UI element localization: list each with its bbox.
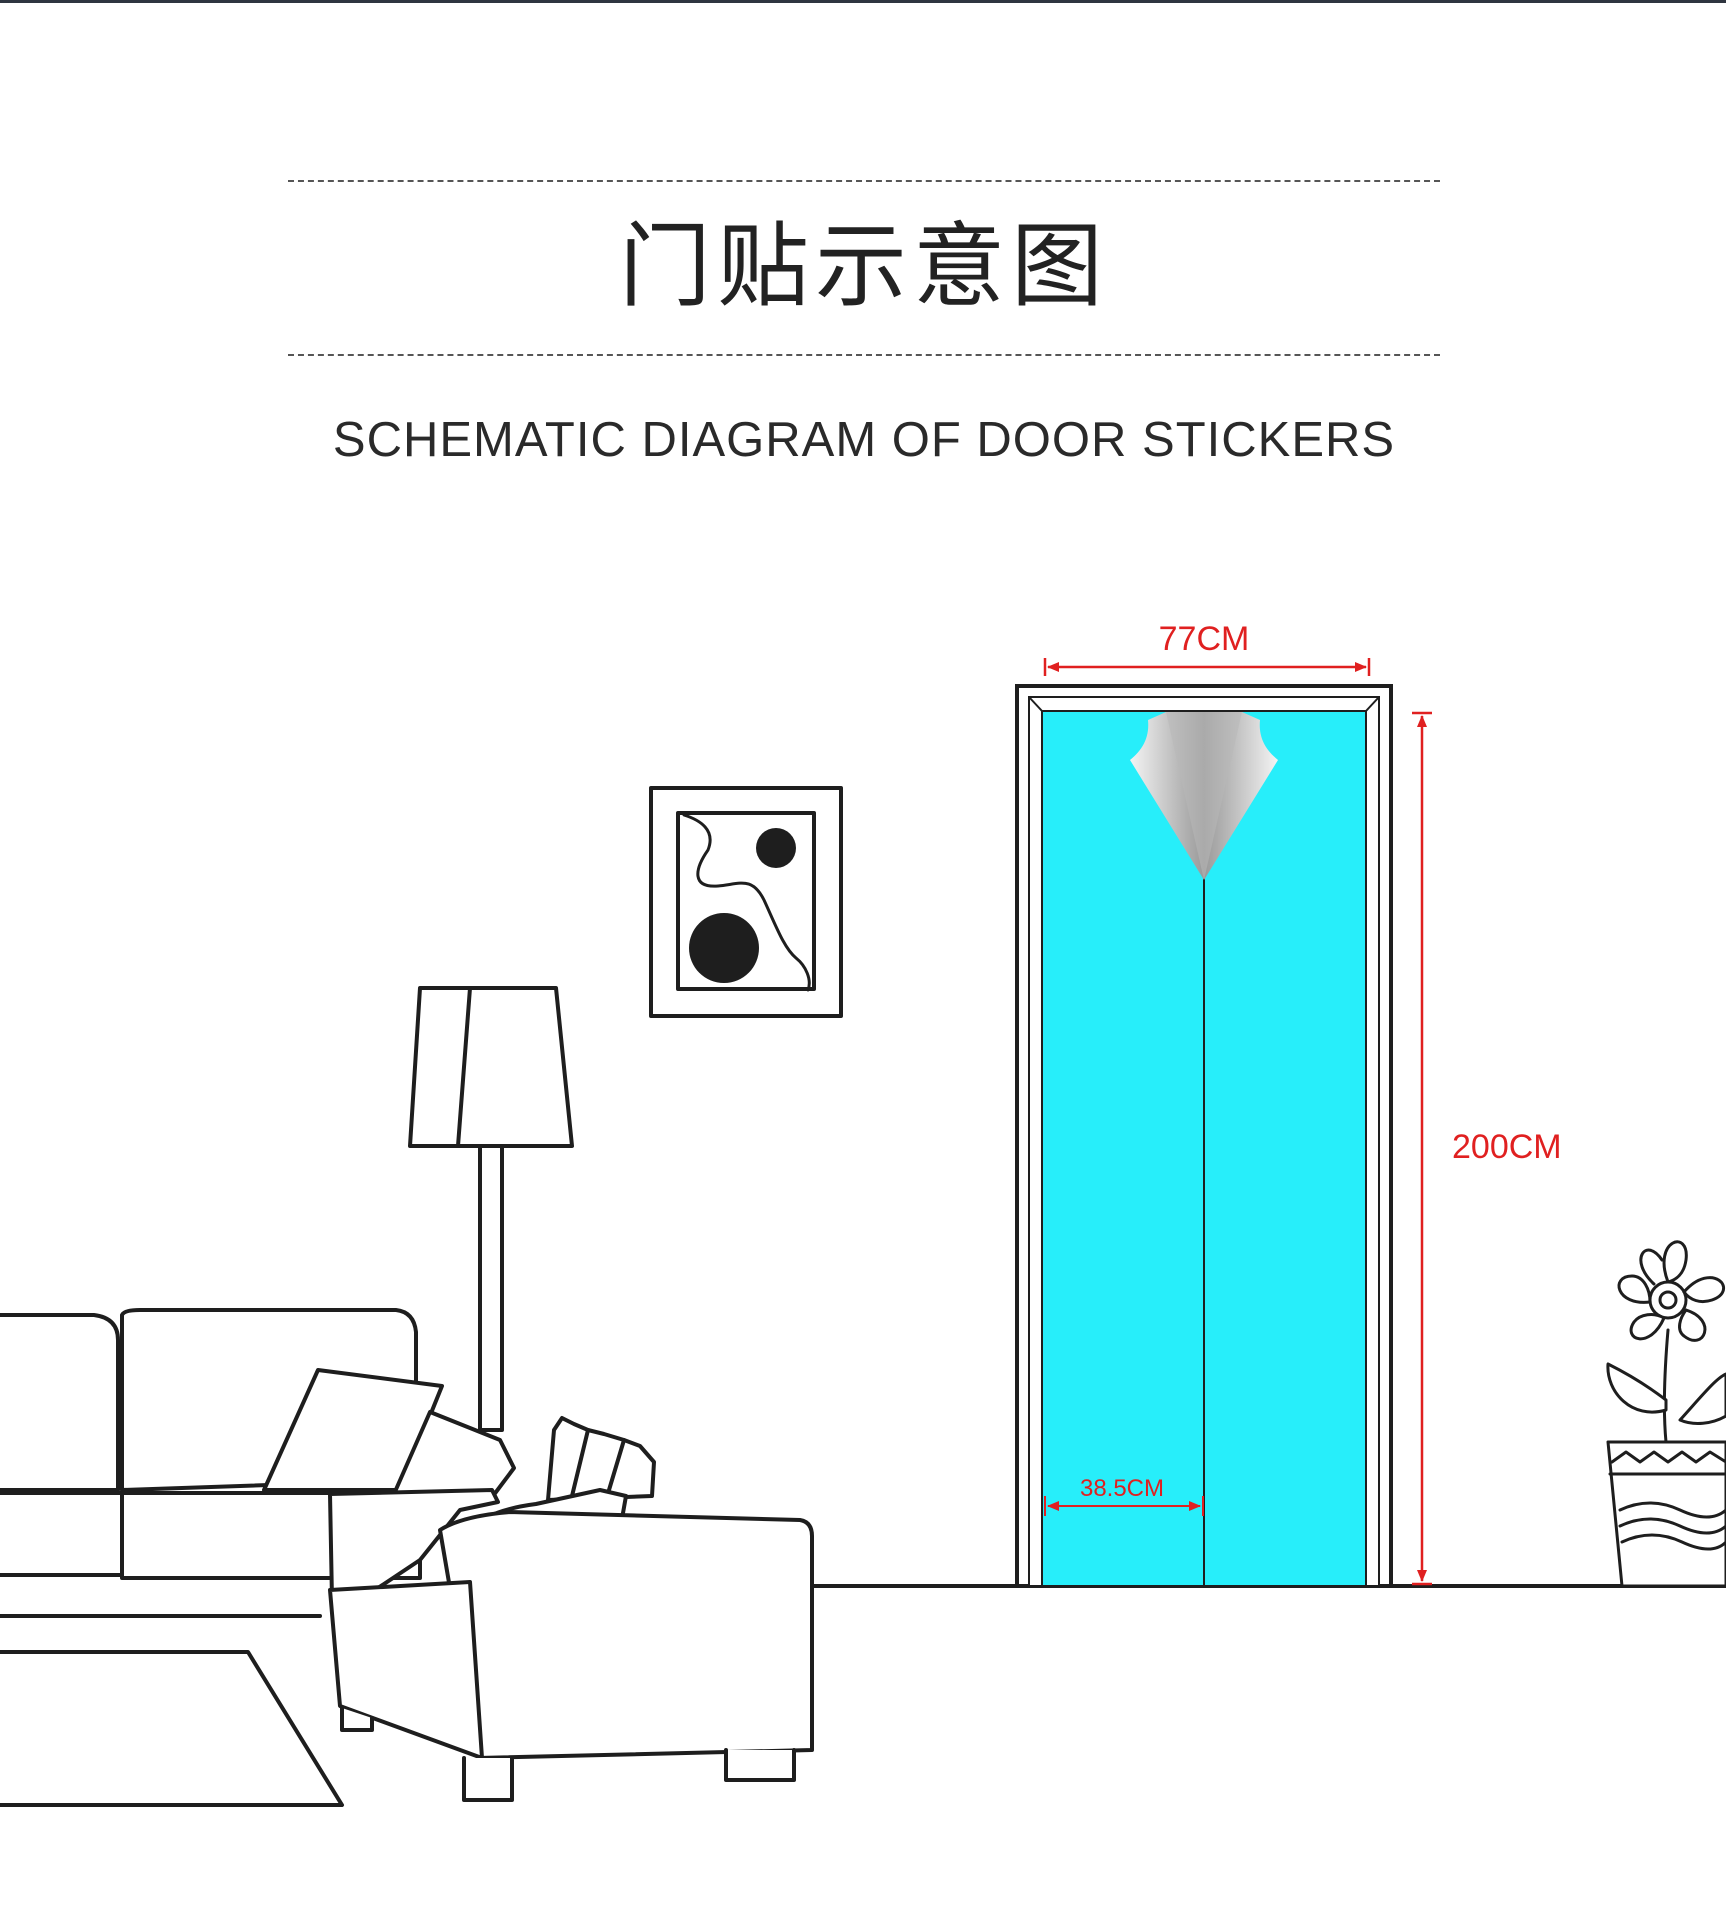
width-label: 77CM	[1159, 620, 1250, 658]
top-border	[0, 0, 1726, 3]
floor-lamp	[408, 986, 574, 1432]
armchair	[328, 1416, 814, 1802]
page-title-chinese: 门贴示意图	[618, 213, 1109, 320]
height-label: 200CM	[1452, 1128, 1562, 1166]
panel-width-label: 38.5CM	[1080, 1475, 1164, 1502]
width-dimension	[1043, 658, 1371, 676]
rug	[0, 1650, 344, 1807]
panel-width-dimension	[1044, 1496, 1204, 1516]
sofa	[0, 1308, 516, 1618]
title-divider-bottom	[288, 354, 1440, 356]
wall-picture	[649, 786, 843, 1018]
page-title-english: SCHEMATIC DIAGRAM OF DOOR STICKERS	[332, 413, 1396, 467]
height-dimension	[1412, 711, 1432, 1586]
flower-pot-plant	[1606, 1240, 1726, 1588]
title-divider-top	[288, 180, 1440, 182]
door-sticker	[1041, 710, 1367, 1587]
